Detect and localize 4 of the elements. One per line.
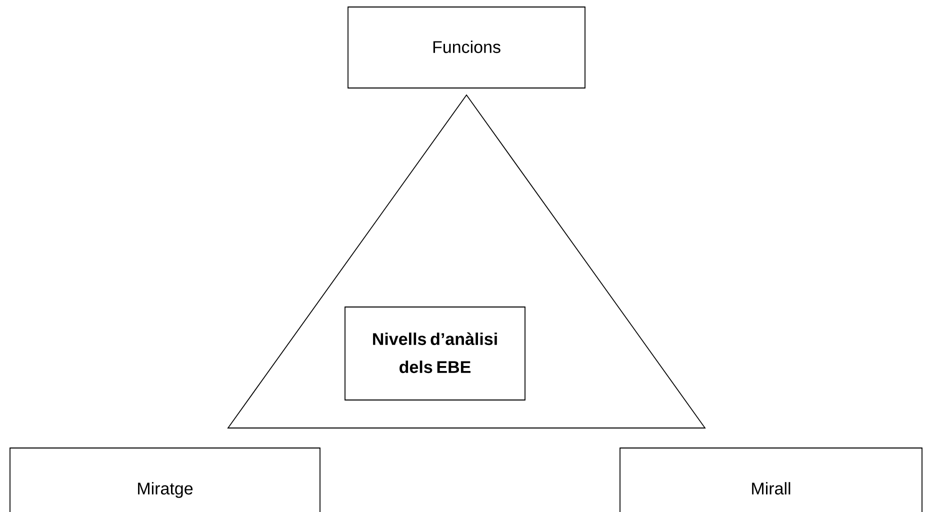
- concept-box: Miratge: [10, 448, 320, 512]
- title-box: Nivells d’anàlisi dels EBE: [344, 306, 526, 400]
- concept-box: Funcions: [348, 6, 586, 88]
- concept-box: Mirall: [620, 448, 922, 512]
